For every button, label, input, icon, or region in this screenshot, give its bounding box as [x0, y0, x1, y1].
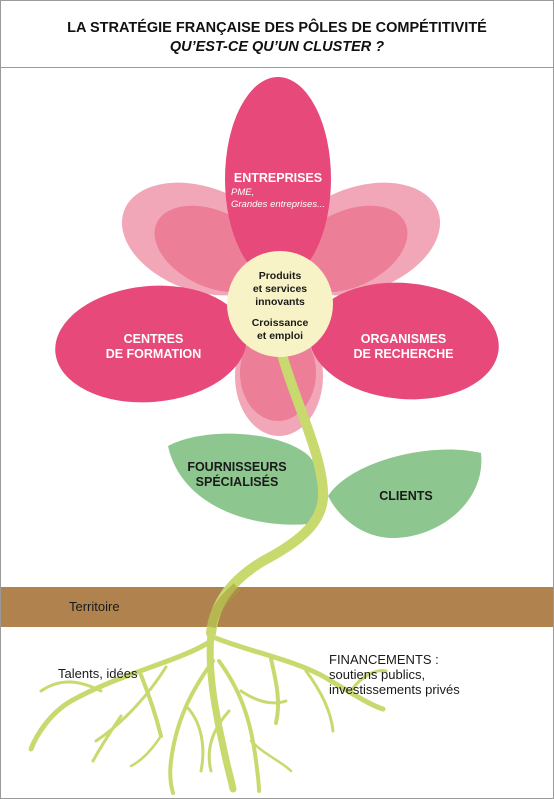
flower-center	[227, 251, 333, 357]
center-line-4: Croissance	[251, 317, 309, 329]
center-line-5: et emploi	[256, 330, 304, 342]
petal-top-sub-1: PME,	[231, 187, 255, 198]
title-line-2: QU’EST-CE QU’UN CLUSTER ?	[169, 39, 385, 55]
leaf-left-label-2: SPÉCIALISÉS	[195, 475, 279, 489]
header: LA STRATÉGIE FRANÇAISE DES PÔLES DE COMP…	[1, 1, 553, 68]
center-line-2: et services	[252, 283, 308, 295]
roots-right-label-3: investissements privés	[329, 682, 460, 697]
title-line-1: LA STRATÉGIE FRANÇAISE DES PÔLES DE COMP…	[67, 20, 487, 36]
leaf-right-label: CLIENTS	[379, 489, 433, 503]
roots-right-label-2: soutiens publics,	[329, 667, 426, 682]
petal-right	[309, 282, 499, 400]
petal-left-label-1: CENTRES	[123, 332, 184, 346]
center-line-3: innovants	[255, 296, 305, 308]
stem-ground-segment	[206, 583, 241, 629]
ground-band	[1, 587, 553, 627]
petal-top	[225, 77, 331, 281]
petal-top-title: ENTREPRISES	[233, 171, 323, 185]
petal-right-label-1: ORGANISMES	[360, 332, 447, 346]
petal-left	[55, 285, 247, 403]
petal-top-sub-2: Grandes entreprises...	[231, 199, 325, 210]
leaf-left	[168, 433, 321, 525]
roots-left-label: Talents, idées	[58, 666, 138, 681]
leaf-left-label-1: FOURNISSEURS	[187, 460, 287, 474]
roots	[28, 629, 388, 795]
center-line-1: Produits	[258, 270, 302, 282]
territoire-label: Territoire	[69, 599, 120, 614]
petal-left-label-2: DE FORMATION	[105, 347, 202, 361]
roots-right-label-1: FINANCEMENTS :	[329, 652, 439, 667]
leaf-right	[328, 449, 482, 539]
petal-right-label-2: DE RECHERCHE	[353, 347, 454, 361]
